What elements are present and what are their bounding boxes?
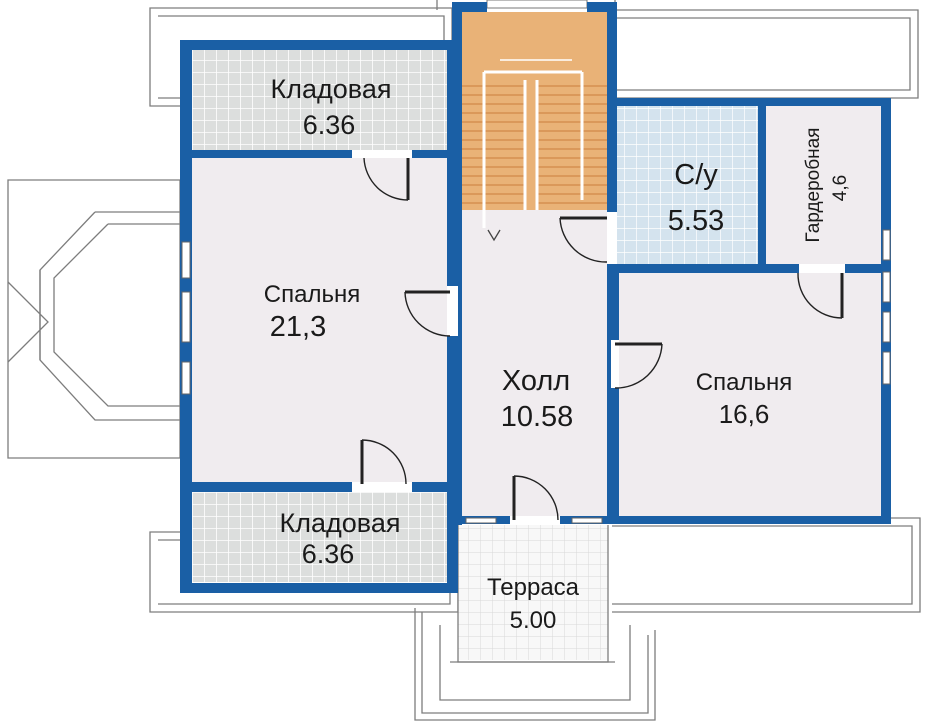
storage-bottom-name: Кладовая xyxy=(280,508,401,538)
bedroom-left-name: Спальня xyxy=(264,281,360,308)
hall-name: Холл xyxy=(502,365,570,397)
doors xyxy=(352,150,845,524)
bathroom-name: С/у xyxy=(674,159,718,191)
bedroom-left-floor xyxy=(192,158,447,482)
bathroom-floor xyxy=(615,106,758,264)
storage-top-area: 6.36 xyxy=(303,110,356,140)
wardrobe-area: 4,6 xyxy=(830,175,851,201)
storage-bottom-floor xyxy=(192,492,447,582)
bedroom-left-area: 21,3 xyxy=(270,311,326,343)
bedroom-right-area: 16,6 xyxy=(719,399,770,429)
terrace-area: 5.00 xyxy=(510,607,557,634)
bedroom-right-name: Спальня xyxy=(696,369,792,396)
bedroom-right-floor xyxy=(619,273,881,516)
bay-window-canopy xyxy=(7,179,182,459)
hall-floor xyxy=(462,210,607,520)
storage-top-floor xyxy=(192,50,447,150)
terrace-floor xyxy=(458,525,608,660)
bathroom-area: 5.53 xyxy=(668,205,724,237)
storage-bottom-area: 6.36 xyxy=(302,539,355,569)
staircase xyxy=(462,0,607,242)
wardrobe-name: Гардеробная xyxy=(803,128,824,243)
room-labels: Кладовая 6.36 Спальня 21,3 Кладовая 6.36… xyxy=(264,74,851,634)
stair-direction-arrow xyxy=(487,229,501,242)
hall-area: 10.58 xyxy=(501,401,574,433)
terrace-name: Терраса xyxy=(487,574,580,601)
storage-top-name: Кладовая xyxy=(271,74,392,104)
windows xyxy=(181,229,891,524)
wardrobe-floor xyxy=(766,106,881,264)
roof-outline xyxy=(149,0,921,721)
